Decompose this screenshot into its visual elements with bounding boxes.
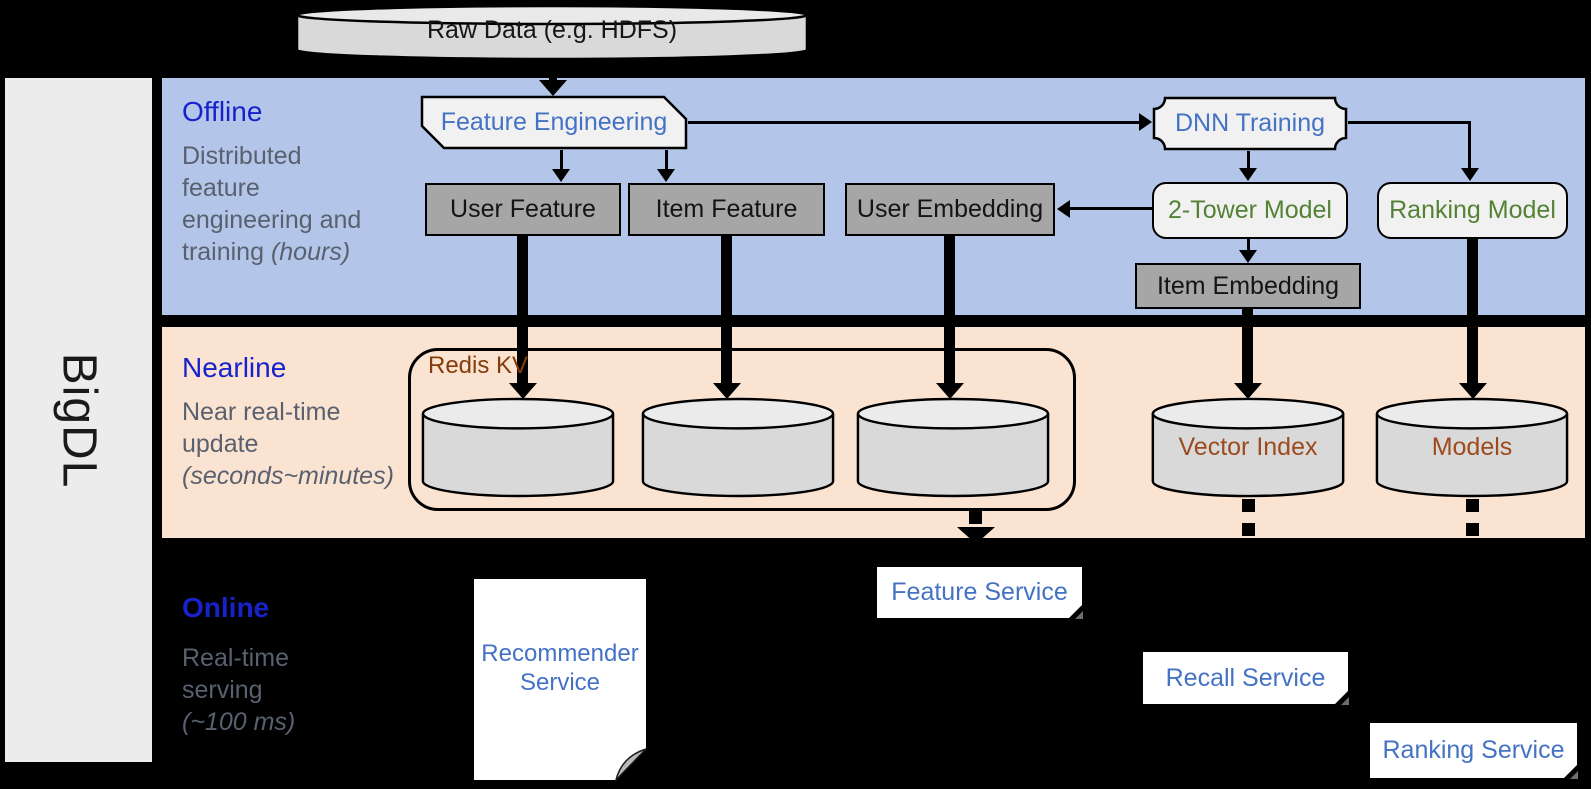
recall-service-label: Recall Service <box>1165 663 1326 692</box>
user-feature-box: User Feature <box>425 183 621 236</box>
arrowhead-fe-to-dnn <box>1139 113 1152 131</box>
thick-arrow-itemembedding-to-vectorindex <box>1242 309 1253 386</box>
thick-arrowhead-rankingmodel <box>1459 383 1487 399</box>
document-shape <box>474 579 647 783</box>
dnn-training-label: DNN Training <box>1174 109 1326 137</box>
page-fold-curl-icon <box>1570 771 1578 779</box>
vector-index-cylinder: Vector Index <box>1148 395 1348 499</box>
arrowhead-dnn-to-twotower <box>1239 168 1257 181</box>
online-description: Real-time serving (~100 ms) <box>182 644 296 736</box>
line-twotower-to-userembedding <box>1070 207 1152 210</box>
feature-engineering-box: Feature Engineering <box>420 95 688 150</box>
item-feature-box: Item Feature <box>628 183 825 236</box>
feature-engineering-shape <box>420 95 688 150</box>
thick-arrow-userembedding-to-redis <box>944 236 955 386</box>
recall-service-box: Recall Service <box>1143 652 1349 705</box>
arrow-rawdata-to-fe <box>549 62 557 82</box>
arrowhead-rawdata-to-fe <box>539 80 567 96</box>
dashed-line-vectorindex-1 <box>1242 499 1255 512</box>
dashed-line-models-2 <box>1466 523 1479 536</box>
dashed-line-vectorindex-2 <box>1242 523 1255 536</box>
line-dnn-to-rankingmodel-h <box>1348 121 1471 124</box>
page-fold-curl-icon <box>1075 611 1083 619</box>
redis-cylinder-3 <box>855 395 1051 499</box>
recommender-service-document: Recommender Service <box>473 578 647 783</box>
nearline-description: Near real-time update (seconds~minutes) <box>182 398 394 490</box>
dashed-line-models-1 <box>1466 499 1479 512</box>
ranking-model-label: Ranking Model <box>1389 196 1556 224</box>
bigdl-logo-text: BigDL <box>51 352 105 488</box>
two-tower-model-box: 2-Tower Model <box>1152 182 1348 239</box>
feature-service-label: Feature Service <box>891 578 1068 606</box>
redis-kv-label: Redis KV <box>428 352 529 379</box>
line-fe-to-itemfeature <box>665 150 668 171</box>
thick-arrowhead-itemfeature <box>713 383 741 399</box>
line-fe-to-dnn <box>688 121 1140 124</box>
thick-arrowhead-userfeature <box>509 383 537 399</box>
redis-kv-container <box>408 348 1076 511</box>
nearline-title: Nearline <box>182 352 287 383</box>
raw-data-cylinder: Raw Data (e.g. HDFS) <box>295 4 809 62</box>
thick-arrow-itemfeature-to-redis <box>721 236 732 386</box>
raw-data-label: Raw Data (e.g. HDFS) <box>426 16 678 44</box>
dashed-arrowhead-redis-to-featureservice <box>957 527 995 544</box>
offline-description: Distributed feature engineering and trai… <box>182 142 362 266</box>
dnn-training-box: DNN Training <box>1152 96 1348 151</box>
vector-index-label: Vector Index <box>1178 433 1318 461</box>
arrowhead-twotower-to-userembedding <box>1057 200 1070 218</box>
thick-arrowhead-userembedding <box>936 383 964 399</box>
ranking-model-box: Ranking Model <box>1377 182 1568 239</box>
raw-data-cylinder-shape <box>295 4 809 61</box>
two-tower-model-label: 2-Tower Model <box>1168 196 1332 224</box>
models-cylinder: Models <box>1374 395 1570 499</box>
recommender-service-label: Recommender Service <box>481 640 639 696</box>
item-embedding-label: Item Embedding <box>1156 271 1340 300</box>
page-fold-curl-icon <box>1341 697 1349 705</box>
user-embedding-label: User Embedding <box>856 195 1044 223</box>
dnn-training-shape <box>1152 96 1348 151</box>
online-title: Online <box>182 592 270 623</box>
line-fe-to-userfeature <box>560 150 563 171</box>
item-embedding-box: Item Embedding <box>1135 263 1361 309</box>
redis-cylinder-1 <box>420 395 616 499</box>
ranking-service-label: Ranking Service <box>1382 736 1565 764</box>
thick-arrow-rankingmodel-to-models <box>1467 239 1478 386</box>
item-feature-label: Item Feature <box>655 195 798 223</box>
line-dnn-to-twotower <box>1247 151 1250 170</box>
arrowhead-fe-to-userfeature <box>552 169 570 182</box>
line-twotower-to-itemembedding <box>1247 239 1250 252</box>
arrowhead-twotower-to-itemembedding <box>1239 250 1257 263</box>
redis-cylinder-2 <box>640 395 836 499</box>
feature-engineering-label: Feature Engineering <box>440 108 668 136</box>
arrowhead-fe-to-itemfeature <box>657 169 675 182</box>
bigdl-sidebar: BigDL <box>5 78 152 762</box>
user-feature-label: User Feature <box>450 195 596 223</box>
models-label: Models <box>1431 433 1513 461</box>
feature-service-box: Feature Service <box>877 567 1083 619</box>
dashed-arrow-redis-to-featureservice-dash <box>969 511 982 524</box>
thick-arrow-userfeature-to-redis <box>517 236 528 386</box>
thick-arrowhead-itemembedding <box>1234 383 1262 399</box>
user-embedding-box: User Embedding <box>845 183 1055 236</box>
ranking-service-box: Ranking Service <box>1370 723 1578 779</box>
offline-title: Offline <box>182 96 263 127</box>
arrowhead-dnn-to-rankingmodel <box>1461 168 1479 181</box>
line-dnn-to-rankingmodel-v <box>1468 121 1471 170</box>
